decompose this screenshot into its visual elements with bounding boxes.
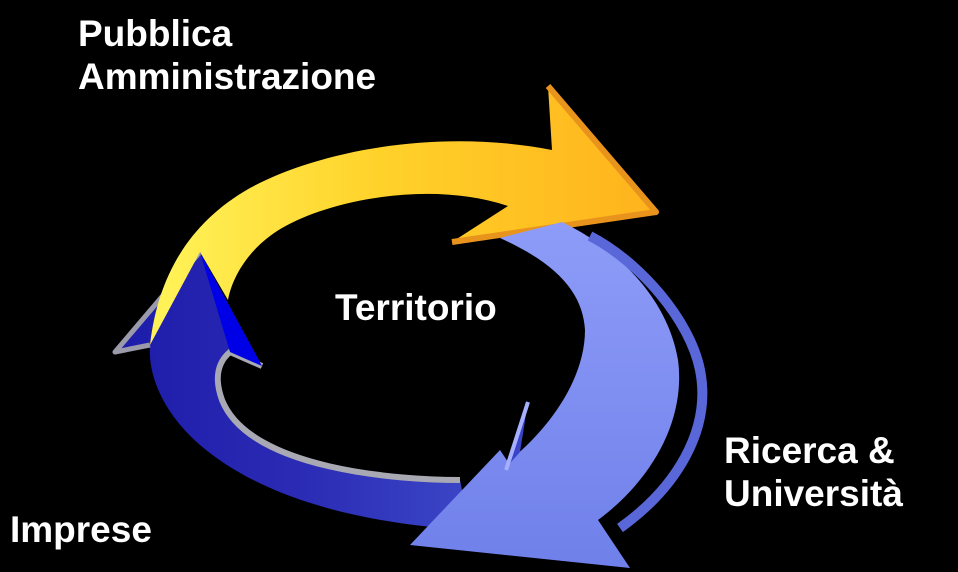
node-label-line: Università bbox=[724, 473, 903, 514]
node-label-line: Pubblica bbox=[78, 13, 233, 54]
arrow-imprese-to-pa bbox=[112, 250, 470, 530]
node-label-pubblica-amministrazione: Pubblica Amministrazione bbox=[78, 12, 376, 98]
node-label-imprese: Imprese bbox=[10, 508, 152, 551]
arrow-pa-to-ricerca bbox=[150, 84, 659, 345]
node-label-line: Amministrazione bbox=[78, 56, 377, 97]
node-label-ricerca-universita: Ricerca & Università bbox=[724, 429, 903, 515]
node-label-line: Ricerca & bbox=[724, 430, 895, 471]
node-label-line: Imprese bbox=[10, 509, 152, 550]
arrow-ricerca-to-imprese bbox=[410, 222, 708, 568]
center-label: Territorio bbox=[335, 287, 497, 328]
